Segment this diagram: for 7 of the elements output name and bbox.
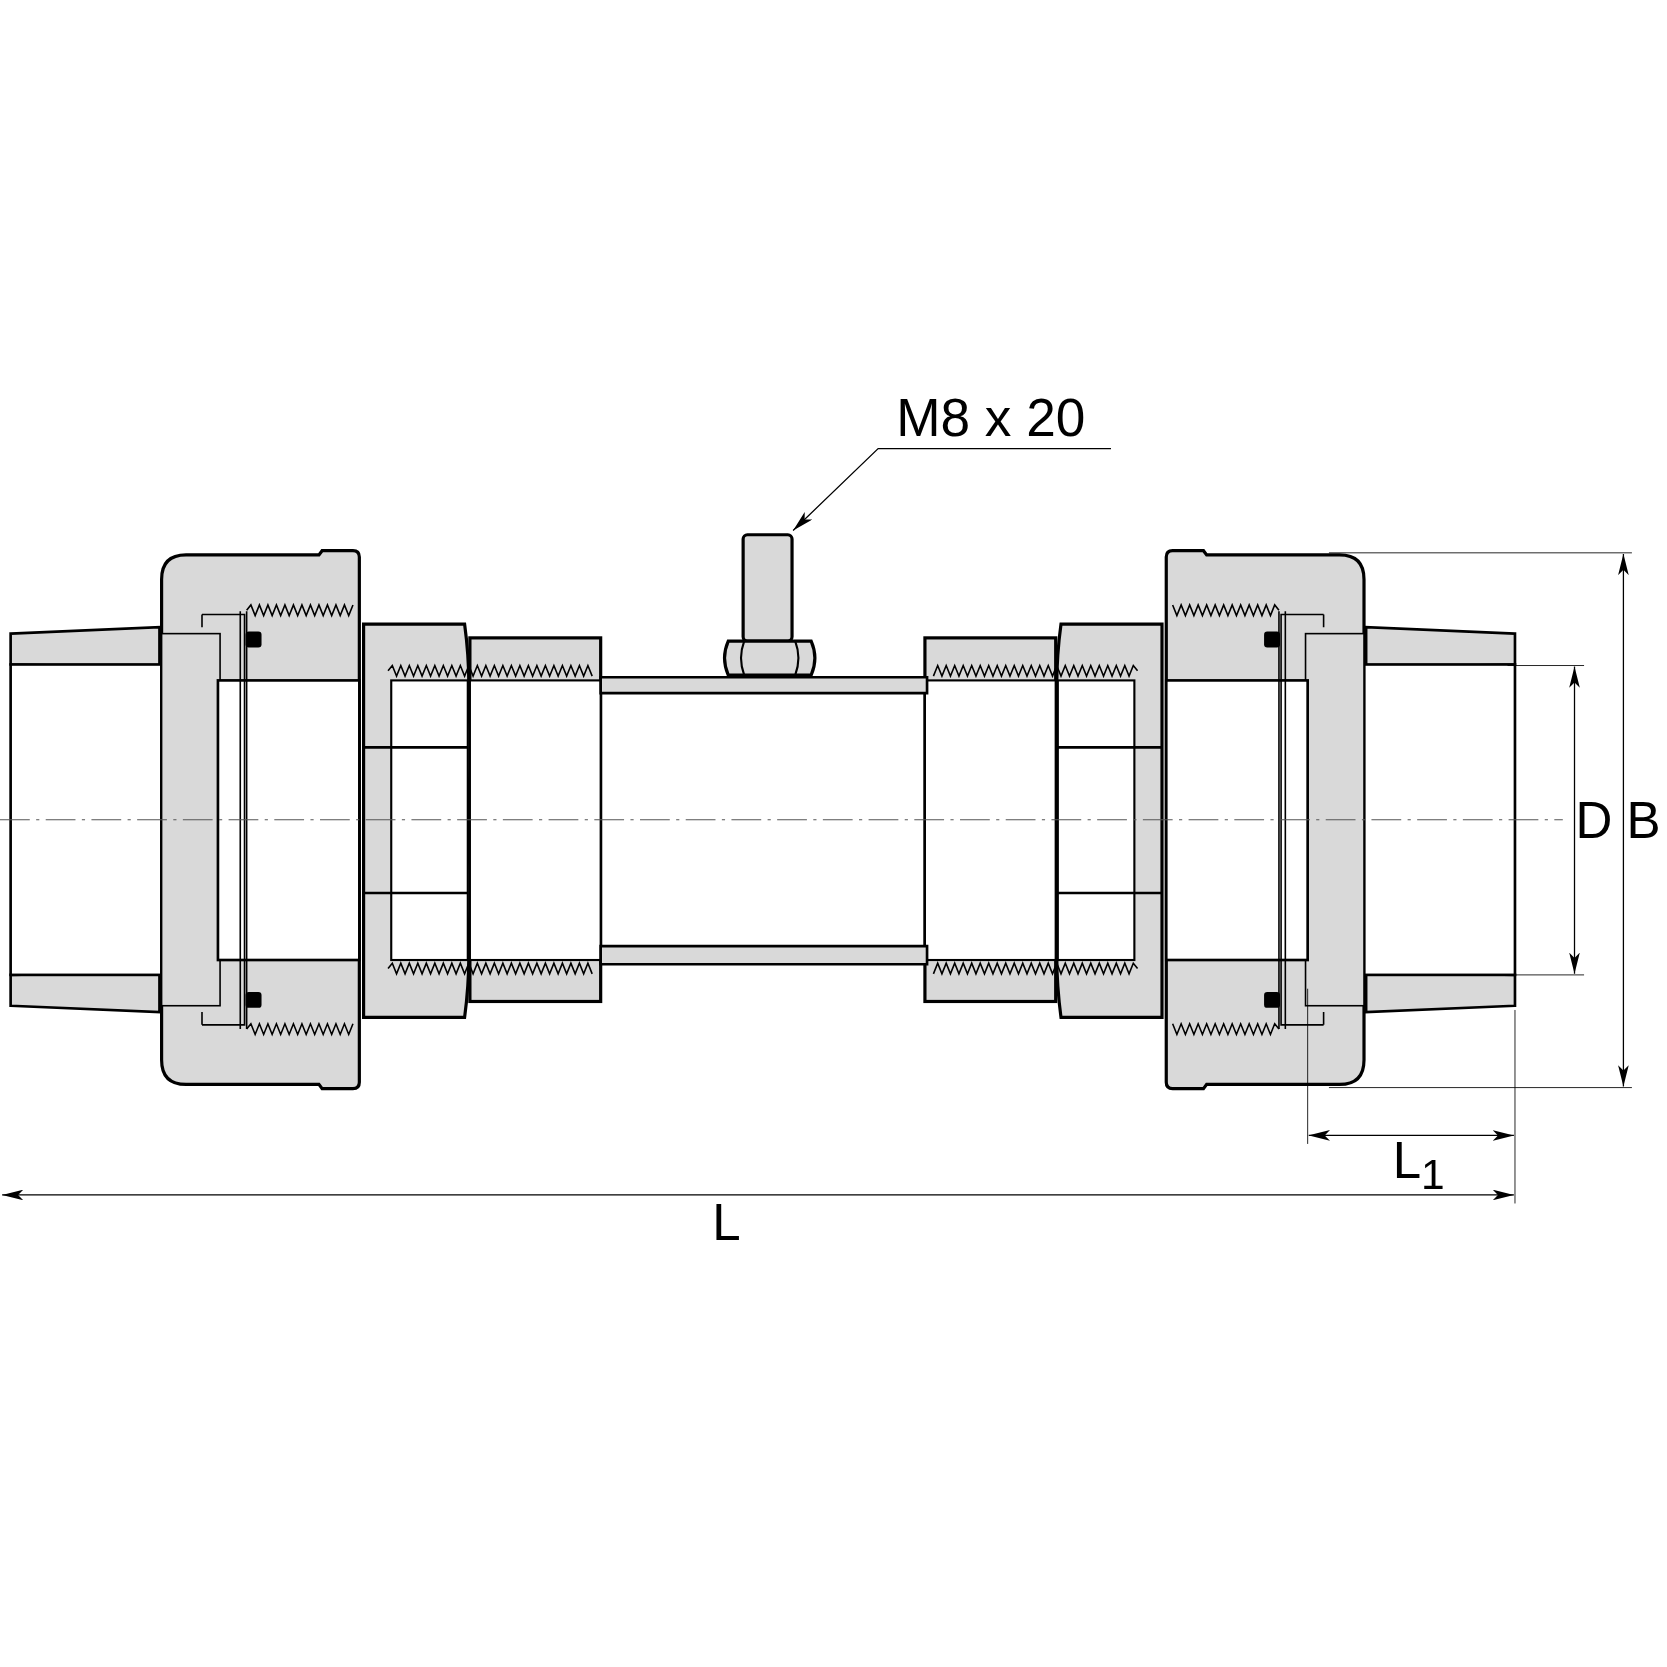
bolt-size-label: M8 x 20 (896, 391, 1111, 449)
leader-line (792, 448, 1112, 532)
dimension-label: D (1575, 795, 1613, 847)
dimension-label: B (1626, 795, 1661, 847)
bolt-drawing (722, 533, 817, 677)
dimension-label: L$_{1}$ (1392, 1135, 1445, 1196)
dimension-label: L (712, 1197, 741, 1249)
